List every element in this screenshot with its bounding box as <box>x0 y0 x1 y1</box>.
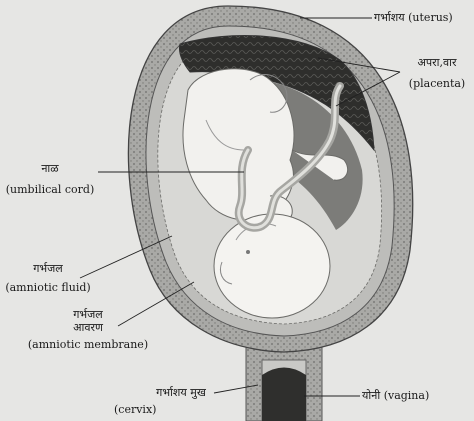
label-umbilical-cord-english: (umbilical cord) <box>0 183 100 196</box>
label-uterus: गर्भाशय (uterus) <box>374 11 453 24</box>
label-uterus-english: (uterus) <box>408 11 453 24</box>
label-vagina-marathi: योनी <box>362 389 380 402</box>
label-amniotic-fluid: गर्भजल (amniotic fluid) <box>0 262 96 294</box>
label-vagina: योनी (vagina) <box>362 389 429 402</box>
label-placenta-marathi: अपरा,वार <box>400 56 474 69</box>
label-cervix: गर्भाशय मुख (cervix) <box>92 386 220 416</box>
label-amniotic-fluid-marathi: गर्भजल <box>0 262 96 275</box>
label-placenta: अपरा,वार (placenta) <box>400 56 474 90</box>
label-amniotic-membrane-marathi-2: आवरण <box>22 321 154 334</box>
label-amniotic-membrane-english: (amniotic membrane) <box>22 338 154 351</box>
label-cervix-english: (cervix) <box>92 403 220 416</box>
label-umbilical-cord-marathi: नाळ <box>0 162 100 175</box>
label-umbilical-cord: नाळ (umbilical cord) <box>0 162 100 196</box>
label-cervix-marathi: गर्भाशय मुख <box>92 386 220 399</box>
label-amniotic-membrane: गर्भजल आवरण (amniotic membrane) <box>22 308 154 351</box>
label-amniotic-membrane-marathi-1: गर्भजल <box>22 308 154 321</box>
label-uterus-marathi: गर्भाशय <box>374 11 405 24</box>
label-placenta-english: (placenta) <box>400 77 474 90</box>
label-vagina-english: (vagina) <box>384 389 430 402</box>
label-amniotic-fluid-english: (amniotic fluid) <box>0 281 96 294</box>
